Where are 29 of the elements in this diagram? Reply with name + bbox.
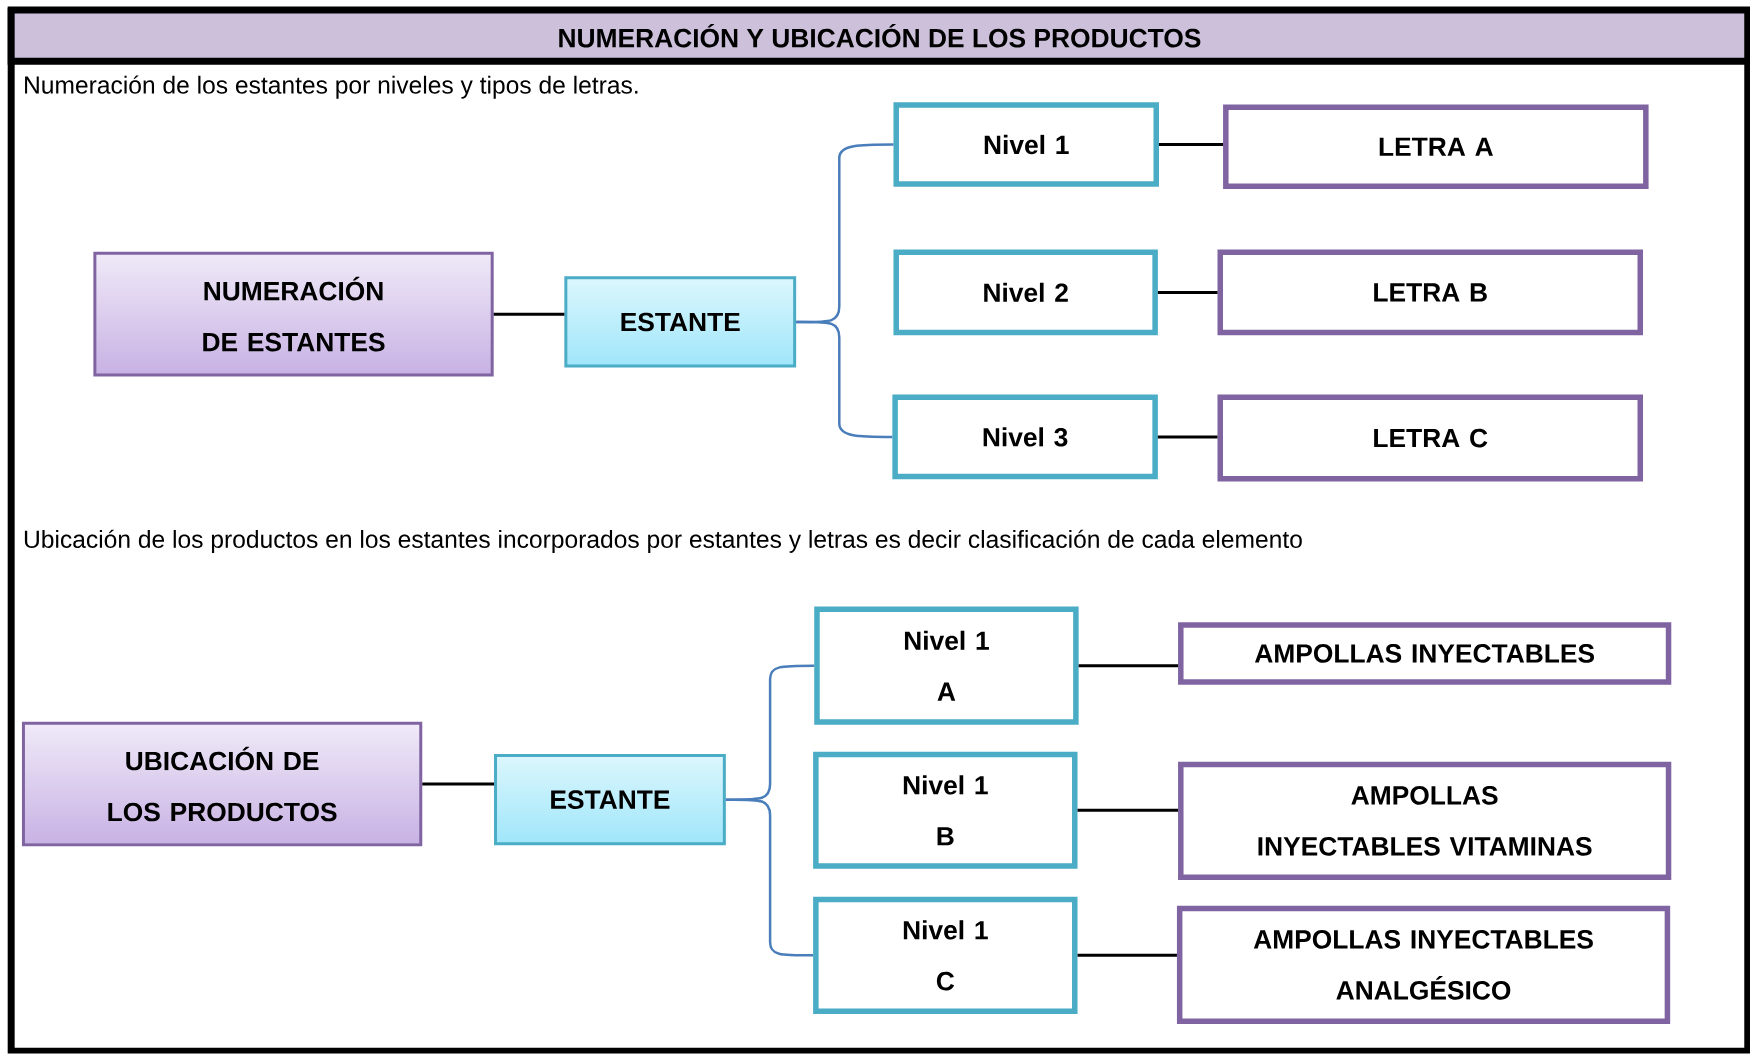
level-box: Nivel 1 A (814, 606, 1079, 726)
category-box: LETRA B (1217, 249, 1643, 336)
description-text: Numeración de los estantes por niveles y tipos de letras. (25, 75, 638, 99)
level-box: Nivel 1 (893, 102, 1159, 188)
category-box: LETRA A (1223, 104, 1649, 190)
topic-box: UBICACIÓN DE LOS PRODUCTOS (21, 721, 423, 847)
shelf-box: ESTANTE (564, 276, 797, 368)
level-box: Nivel 3 (892, 394, 1158, 480)
connector-line (1077, 808, 1179, 812)
connector-line (1077, 954, 1177, 958)
brace-connector (796, 320, 893, 439)
level-box: Nivel 2 (893, 249, 1158, 336)
connector-line (493, 312, 565, 316)
connector-line (1159, 143, 1224, 147)
level-box: Nivel 1 B (813, 751, 1078, 869)
shelf-box: ESTANTE (494, 754, 726, 846)
category-box: LETRA C (1217, 394, 1643, 482)
brace-connector (725, 798, 814, 957)
title-band: NUMERACIÓN Y UBICACIÓN DE LOS PRODUCTOS (7, 6, 1750, 66)
topic-box: NUMERACIÓN DE ESTANTES (93, 252, 494, 377)
description-text: Ubicación de los productos en los estantes incorporados por estantes y letras es decir clasificación de cada elemento (24, 529, 1302, 554)
connector-line (1157, 291, 1218, 295)
connector-line (1078, 664, 1179, 668)
category-box: AMPOLLAS INYECTABLES ANALGÉSICO (1176, 905, 1671, 1025)
connector-line (1157, 435, 1218, 439)
level-box: Nivel 1 C (813, 897, 1078, 1015)
category-box: AMPOLLAS INYECTABLES VITAMINAS (1178, 761, 1672, 881)
category-box: AMPOLLAS INYECTABLES (1178, 622, 1672, 685)
connector-line (422, 782, 494, 786)
